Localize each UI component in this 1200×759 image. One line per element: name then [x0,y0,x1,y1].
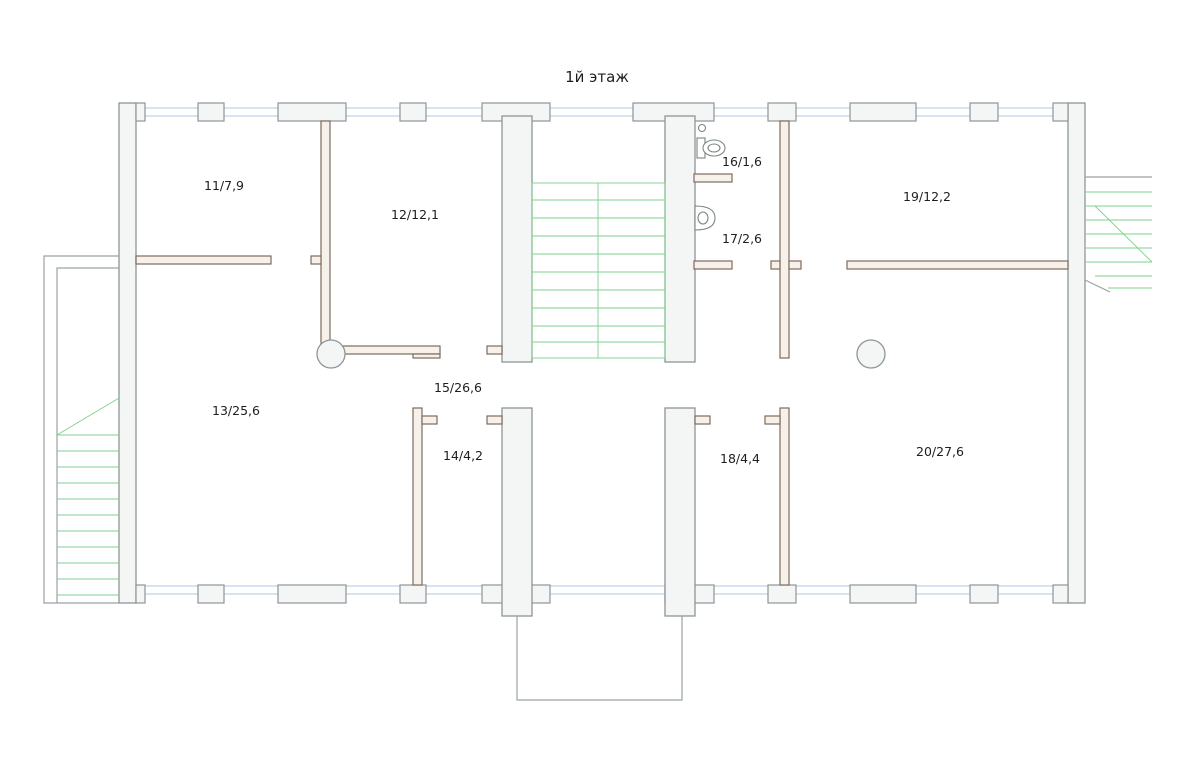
outer-walls [118,102,1086,604]
room-16-label: 16/1,6 [722,154,762,169]
right-external-staircase [1084,176,1153,293]
room-labels: 11/7,9 12/12,1 13/25,6 14/4,2 15/26,6 16… [204,154,964,466]
room-12-label: 12/12,1 [391,207,439,222]
central-staircase [531,182,666,359]
floor-title: 1й этаж [565,68,629,86]
entrance-porch [516,616,683,701]
room-13-label: 13/25,6 [212,403,260,418]
room-11-label: 11/7,9 [204,178,244,193]
left-external-staircase [43,255,120,604]
column-left [316,339,346,369]
partitions [135,120,1069,586]
inner-walls [486,115,711,617]
room-17-label: 17/2,6 [722,231,762,246]
room-20-label: 20/27,6 [916,444,964,459]
room-15-label: 15/26,6 [434,380,482,395]
room-14-label: 14/4,2 [443,448,483,463]
column-right [856,339,886,369]
room-18-label: 18/4,4 [720,451,760,466]
room-19-label: 19/12,2 [903,189,951,204]
sink-icon [694,205,716,231]
toilet-icon [696,123,726,159]
